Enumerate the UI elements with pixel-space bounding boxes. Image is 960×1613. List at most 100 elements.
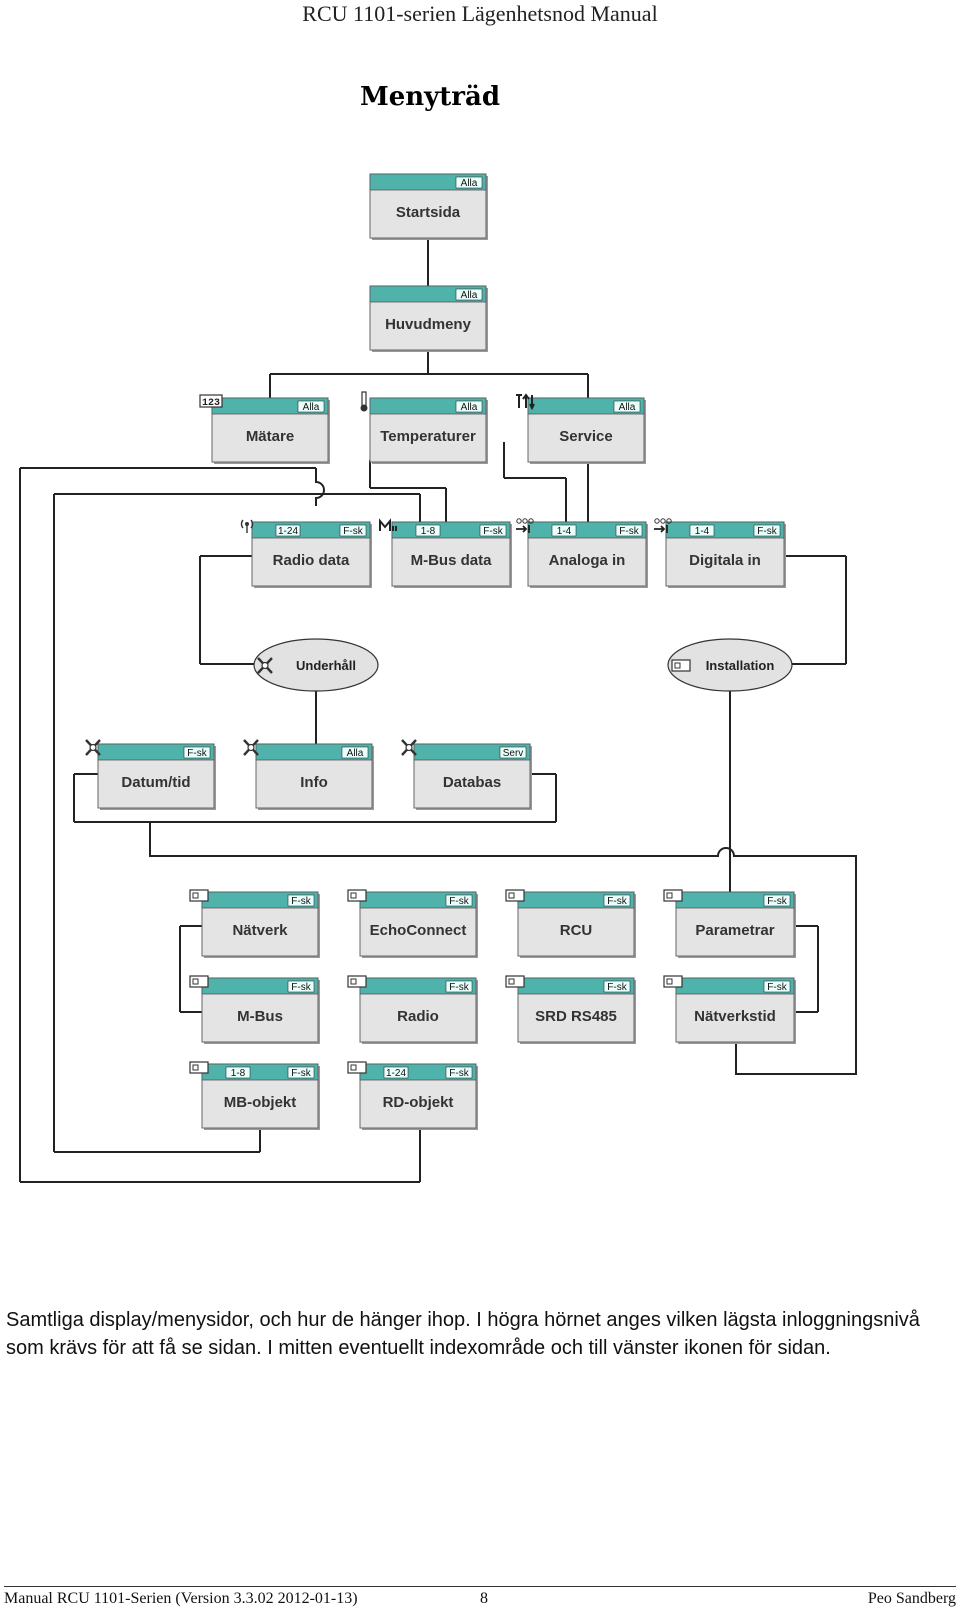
oval-node-underhall: Underhåll <box>253 638 379 692</box>
box-icon <box>347 889 367 902</box>
box-icon <box>505 889 525 902</box>
oval-label: Underhåll <box>296 658 356 673</box>
menu-tree-diagram: AllaStartsidaAllaHuvudmenyAlla123MätareA… <box>19 173 857 1183</box>
node-index-tag: 1-4 <box>695 526 710 537</box>
box-icon <box>505 975 525 988</box>
node-level-tag: F-sk <box>291 896 311 907</box>
box-icon <box>347 1061 367 1074</box>
node-level-tag: F-sk <box>449 896 469 907</box>
node-label: Mätare <box>246 428 294 445</box>
node-index-tag: 1-8 <box>421 526 436 537</box>
box-icon <box>189 975 209 988</box>
header-title: RCU 1101-serien Lägenhetsnod Manual <box>302 1 658 26</box>
node-level-tag: F-sk <box>291 982 311 993</box>
node-label: EchoConnect <box>370 922 467 939</box>
node-level-tag: F-sk <box>607 896 627 907</box>
page-footer: Manual RCU 1101-Serien (Version 3.3.02 2… <box>4 1590 956 1610</box>
analog-icon <box>516 518 534 533</box>
node-label: Digitala in <box>689 552 761 569</box>
node-label: Service <box>559 428 612 445</box>
node-level-tag: F-sk <box>291 1068 311 1079</box>
node-index-tag: 1-24 <box>386 1068 406 1079</box>
node-level-tag: F-sk <box>187 748 207 759</box>
page-header: RCU 1101-serien Lägenhetsnod Manual <box>0 0 960 28</box>
box-icon <box>671 659 691 672</box>
node-level-tag: F-sk <box>449 1068 469 1079</box>
digital-icon <box>654 518 672 533</box>
node-level-tag: F-sk <box>607 982 627 993</box>
node-label: Datum/tid <box>121 774 190 791</box>
menu-node-mbus: F-skM-Bus <box>189 975 320 1044</box>
node-label: Analoga in <box>549 552 626 569</box>
menu-node-mbusdata: F-sk 1-8M-Bus data <box>379 518 512 588</box>
tools-icon <box>243 739 259 756</box>
svg-text:123: 123 <box>202 398 220 409</box>
node-label: RCU <box>560 922 593 939</box>
node-level-tag: F-sk <box>767 896 787 907</box>
node-level-tag: F-sk <box>343 526 363 537</box>
node-label: Parametrar <box>695 922 774 939</box>
node-label: M-Bus data <box>411 552 492 569</box>
node-level-tag: Serv <box>503 748 524 759</box>
mbus-icon <box>379 518 397 531</box>
footer-left: Manual RCU 1101-Serien (Version 3.3.02 2… <box>4 1590 358 1607</box>
node-index-tag: 1-8 <box>231 1068 246 1079</box>
tools-icon <box>85 739 101 756</box>
node-level-tag: Alla <box>619 402 636 413</box>
thermometer-icon <box>360 391 368 412</box>
node-label: Info <box>300 774 328 791</box>
service-icon <box>516 393 535 411</box>
footer-author: Peo Sandberg <box>867 1590 956 1607</box>
oval-label: Installation <box>706 658 775 673</box>
box-icon <box>347 975 367 988</box>
footer-page-number: 8 <box>480 1590 488 1607</box>
123-icon: 123 <box>199 394 223 409</box>
node-label: Radio data <box>273 552 350 569</box>
node-level-tag: F-sk <box>483 526 503 537</box>
node-level-tag: F-sk <box>757 526 777 537</box>
box-icon <box>663 975 683 988</box>
menu-node-mbobjekt: F-sk 1-8MB-objekt <box>189 1061 320 1130</box>
caption-text: Samtliga display/menysidor, och hur de h… <box>6 1309 920 1359</box>
node-level-tag: F-sk <box>767 982 787 993</box>
node-label: Temperaturer <box>380 428 476 445</box>
node-label: M-Bus <box>237 1008 283 1025</box>
node-level-tag: F-sk <box>449 982 469 993</box>
node-label: Radio <box>397 1008 439 1025</box>
node-label: RD-objekt <box>383 1094 454 1111</box>
node-label: Nätverk <box>232 922 288 939</box>
node-label: Startsida <box>396 204 461 221</box>
node-level-tag: Alla <box>303 402 320 413</box>
node-label: MB-objekt <box>224 1094 297 1111</box>
footer-divider <box>4 1586 956 1587</box>
node-level-tag: Alla <box>461 402 478 413</box>
node-label: Huvudmeny <box>385 316 472 333</box>
radio-icon <box>240 519 254 533</box>
node-label: Databas <box>443 774 501 791</box>
section-title: Menyträd <box>359 82 501 112</box>
node-index-tag: 1-4 <box>557 526 572 537</box>
oval-node-installation: Installation <box>667 638 793 692</box>
node-level-tag: Alla <box>461 290 478 301</box>
node-index-tag: 1-24 <box>278 526 298 537</box>
tools-icon <box>257 657 273 674</box>
